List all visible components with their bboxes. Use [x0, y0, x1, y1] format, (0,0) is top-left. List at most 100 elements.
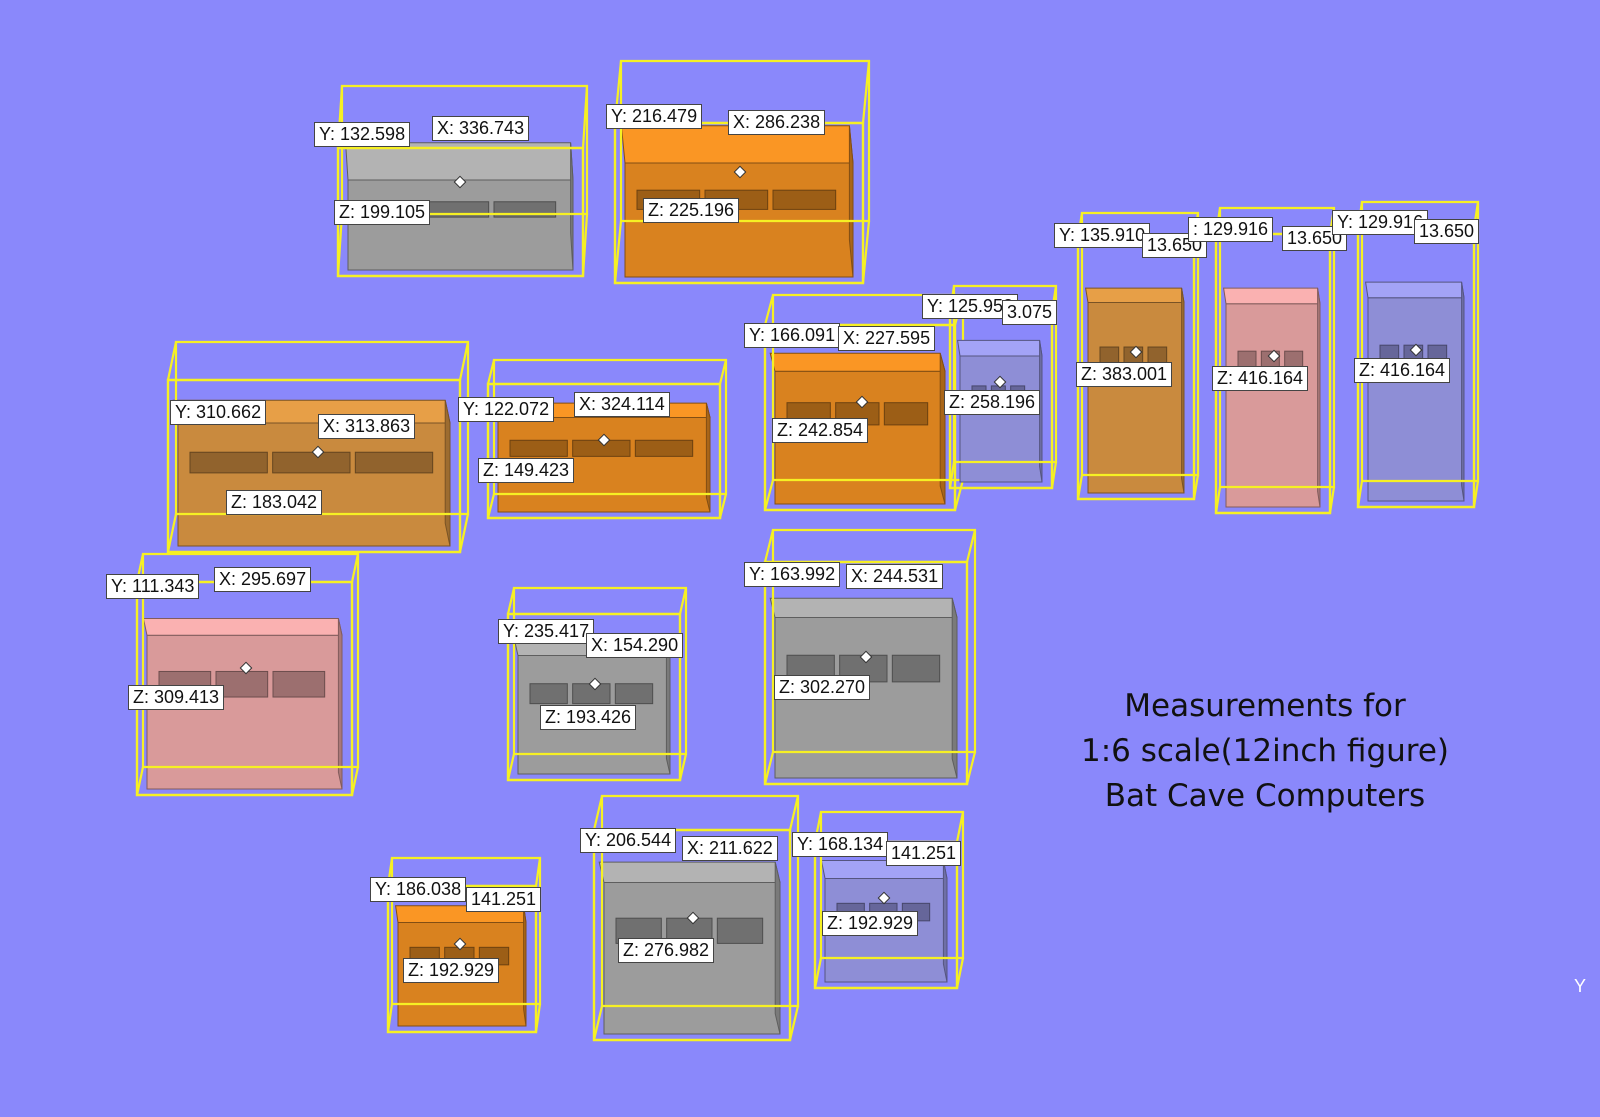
measure-z-label: Z: 302.270	[774, 675, 871, 700]
panel-detail	[634, 439, 694, 457]
model-body-side	[942, 860, 948, 983]
model-low-bench[interactable]	[486, 358, 728, 520]
model-pink-tower[interactable]	[1214, 206, 1336, 515]
bounding-box-edge	[534, 857, 542, 887]
panel-detail	[716, 917, 764, 944]
model-body-side	[523, 905, 527, 1027]
bounding-box-edge	[763, 294, 775, 326]
measure-z-label: Z: 192.929	[403, 958, 500, 983]
bounding-box-front	[506, 612, 682, 782]
model-body-top	[1223, 287, 1321, 305]
bounding-box-edge	[953, 479, 965, 511]
measure-x-label: X: 336.743	[432, 116, 530, 141]
measure-z-label: Z: 242.854	[772, 418, 869, 443]
measure-z-label: Z: 383.001	[1076, 362, 1173, 387]
model-body-side	[337, 618, 343, 790]
model-body-front	[1087, 302, 1185, 494]
measure-y-label: Y: 168.134	[792, 832, 889, 857]
model-body-top	[598, 861, 781, 883]
bounding-box-front	[166, 378, 462, 554]
model-body-front	[1367, 297, 1465, 502]
measure-x-label: X: 227.595	[838, 326, 936, 351]
model-body-side	[1181, 288, 1185, 494]
bounding-box-edge	[166, 341, 178, 381]
model-keypad-console[interactable]	[506, 586, 688, 782]
model-body-side	[570, 142, 574, 271]
measure-z-label: Z: 416.164	[1354, 358, 1451, 383]
panel-detail	[572, 683, 611, 705]
bounding-box-edge	[458, 513, 470, 553]
bounding-box-edge	[678, 587, 688, 615]
model-body-side	[1039, 340, 1043, 483]
bounding-box-front	[336, 146, 585, 278]
anchor-point-icon	[859, 650, 873, 664]
panel-detail	[614, 683, 654, 705]
model-desk-console[interactable]	[336, 84, 589, 278]
model-dome-console[interactable]	[166, 340, 470, 554]
measure-x-label: 3.075	[1002, 300, 1058, 325]
measure-z-label: Z: 199.105	[334, 200, 431, 225]
model-narrow-blue-panel[interactable]	[948, 284, 1058, 490]
bounding-box-front	[763, 560, 969, 786]
bounding-box-edge	[763, 529, 775, 563]
model-body-front	[177, 422, 451, 547]
measure-y-label: Y: 163.992	[744, 562, 841, 587]
anchor-point-icon	[733, 165, 747, 179]
measure-z-label: Z: 193.426	[540, 705, 637, 730]
anchor-point-icon	[1409, 343, 1423, 357]
panel-detail	[189, 451, 268, 474]
model-body-side	[848, 125, 854, 278]
measure-y-label: Y: 206.544	[580, 828, 677, 853]
measure-y-label: Y: 132.598	[314, 122, 411, 147]
measure-y-label: Y: 122.072	[458, 397, 555, 422]
model-body-top	[957, 339, 1043, 357]
model-body-front	[1225, 303, 1321, 508]
model-body-side	[939, 353, 946, 505]
bounding-box-front	[386, 884, 538, 1034]
measure-z-label: Z: 309.413	[128, 685, 225, 710]
measure-x-label: 13.650	[1414, 219, 1480, 244]
bounding-box-edge	[506, 587, 516, 615]
measure-z-label: Z: 416.164	[1212, 366, 1309, 391]
measure-z-label: Z: 149.423	[478, 458, 575, 483]
panel-detail	[215, 670, 269, 698]
measure-x-label: X: 324.114	[574, 392, 670, 417]
anchor-point-icon	[686, 911, 700, 925]
bounding-box-edge	[581, 85, 589, 149]
model-body-side	[774, 861, 781, 1035]
bounding-box-edge	[763, 479, 775, 511]
caption: Measurements for 1:6 scale(12inch figure…	[1040, 684, 1490, 819]
model-body-top	[769, 597, 958, 618]
bounding-box-edge	[166, 513, 178, 553]
panel-detail	[529, 683, 568, 705]
model-body-top	[769, 352, 946, 372]
measure-x-label: X: 211.622	[682, 836, 778, 861]
anchor-point-icon	[588, 677, 602, 691]
model-body-side	[951, 598, 958, 779]
panel-detail	[354, 451, 434, 474]
bounding-box-edge	[861, 60, 871, 124]
bounding-box-edge	[592, 1005, 604, 1041]
model-slant-cabinet[interactable]	[613, 59, 871, 285]
caption-line-2: 1:6 scale(12inch figure)	[1080, 733, 1450, 769]
measure-x-label: 141.251	[466, 887, 542, 912]
anchor-point-icon	[993, 375, 1007, 389]
measure-z-label: Z: 276.982	[618, 938, 715, 963]
model-body-front	[347, 179, 574, 271]
bounding-box-edge	[788, 1005, 800, 1041]
model-body-side	[1317, 288, 1321, 508]
panel-detail	[891, 654, 941, 683]
model-body-top	[1085, 287, 1185, 303]
anchor-point-icon	[855, 395, 869, 409]
anchor-point-icon	[877, 891, 891, 905]
model-blue-tower[interactable]	[1356, 200, 1480, 509]
panel-detail	[272, 451, 351, 474]
anchor-point-icon	[453, 937, 467, 951]
measure-y-label: Y: 186.038	[370, 877, 467, 902]
measure-y-label: Y: 135.910	[1054, 223, 1151, 248]
bounding-box-edge	[788, 795, 800, 831]
panel-detail	[772, 189, 837, 210]
measure-y-label: : 129.916	[1188, 217, 1274, 242]
